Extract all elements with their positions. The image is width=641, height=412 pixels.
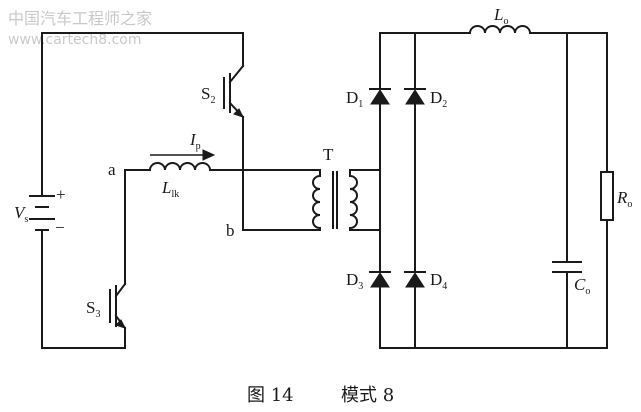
- d3-label: D3: [346, 270, 363, 292]
- output-inductor: [468, 25, 532, 35]
- figure-title: 模式 8: [341, 385, 394, 406]
- primary-winding: [312, 169, 321, 231]
- battery-minus: −: [55, 218, 65, 237]
- d4-label: D4: [430, 270, 447, 292]
- leakage-inductor: [148, 162, 212, 172]
- top-wire: [41, 32, 244, 63]
- transformer: [312, 169, 381, 231]
- diode-d1: [369, 88, 391, 105]
- diode-d4: [404, 271, 426, 288]
- diode-d2: [404, 88, 426, 105]
- switch-s3: [109, 282, 127, 338]
- s3-label: S3: [86, 298, 100, 320]
- ro-label: Ro: [616, 188, 632, 210]
- diode-d3: [369, 271, 391, 288]
- co-label: Co: [574, 275, 590, 297]
- s2-label: S2: [201, 84, 215, 106]
- output-capacitor: [552, 32, 582, 349]
- figure-number: 图 14: [247, 385, 294, 406]
- transformer-label: T: [323, 145, 334, 164]
- switch-s2: [223, 61, 245, 125]
- lo-label: Lo: [493, 5, 508, 27]
- ip-label: Ip: [189, 130, 201, 152]
- primary-circuit: + − Vs S2 S3 a b: [14, 32, 321, 349]
- wire-s3-to-a: [124, 169, 151, 285]
- d1-label: D1: [346, 88, 363, 110]
- watermark-line2: www.cartech8.com: [8, 32, 141, 48]
- secondary-winding: [349, 169, 358, 231]
- battery-plus: +: [56, 185, 66, 204]
- node-b-label: b: [226, 221, 235, 240]
- watermark: 中国汽车工程师之家 www.cartech8.com: [8, 9, 152, 48]
- bottom-bus: [379, 219, 608, 349]
- battery-vs: [29, 191, 55, 237]
- top-bus-right: [529, 32, 608, 173]
- d2-label: D2: [430, 88, 447, 110]
- llk-label: Llk: [161, 178, 179, 200]
- load-resistor: [600, 171, 614, 221]
- current-arrow-ip: [150, 149, 216, 161]
- secondary-circuit: D1 D2 D3 D4 Lo Co Ro: [346, 5, 632, 349]
- wire-s2-to-b: [242, 123, 321, 231]
- watermark-line1: 中国汽车工程师之家: [8, 9, 152, 28]
- node-a-label: a: [108, 160, 116, 179]
- left-rail-lower: [41, 235, 126, 349]
- vs-label: Vs: [14, 203, 28, 225]
